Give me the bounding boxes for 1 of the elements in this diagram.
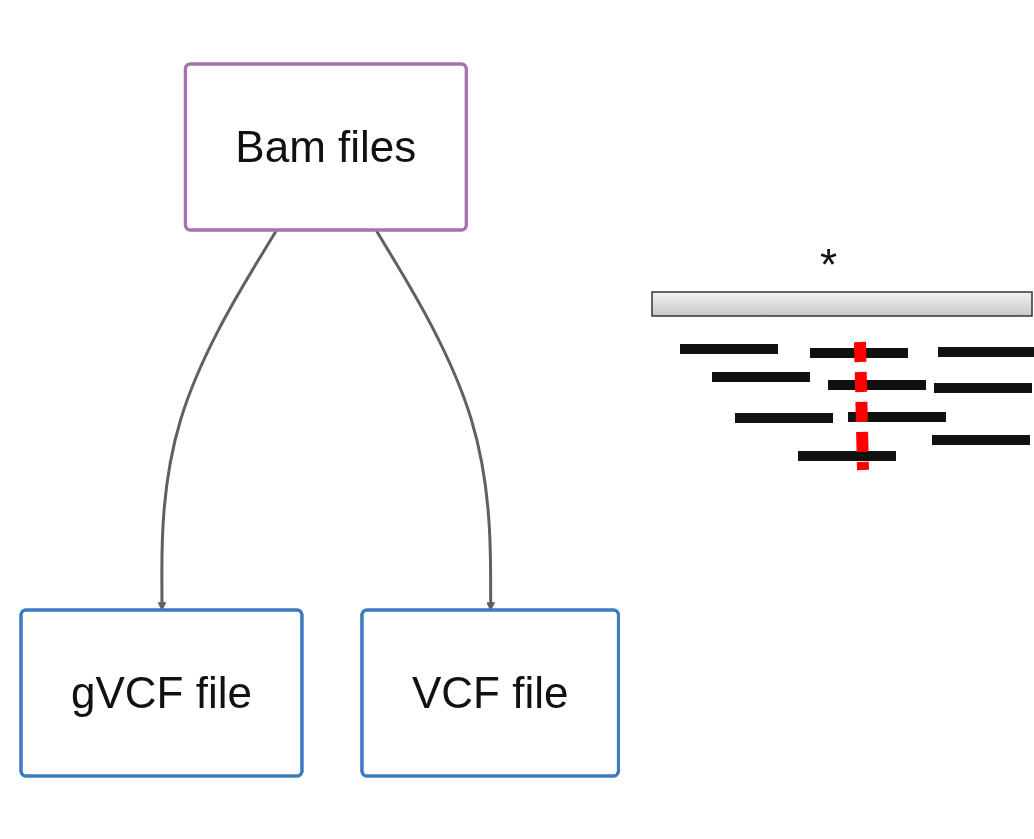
asterisk-mark: * <box>820 240 838 290</box>
